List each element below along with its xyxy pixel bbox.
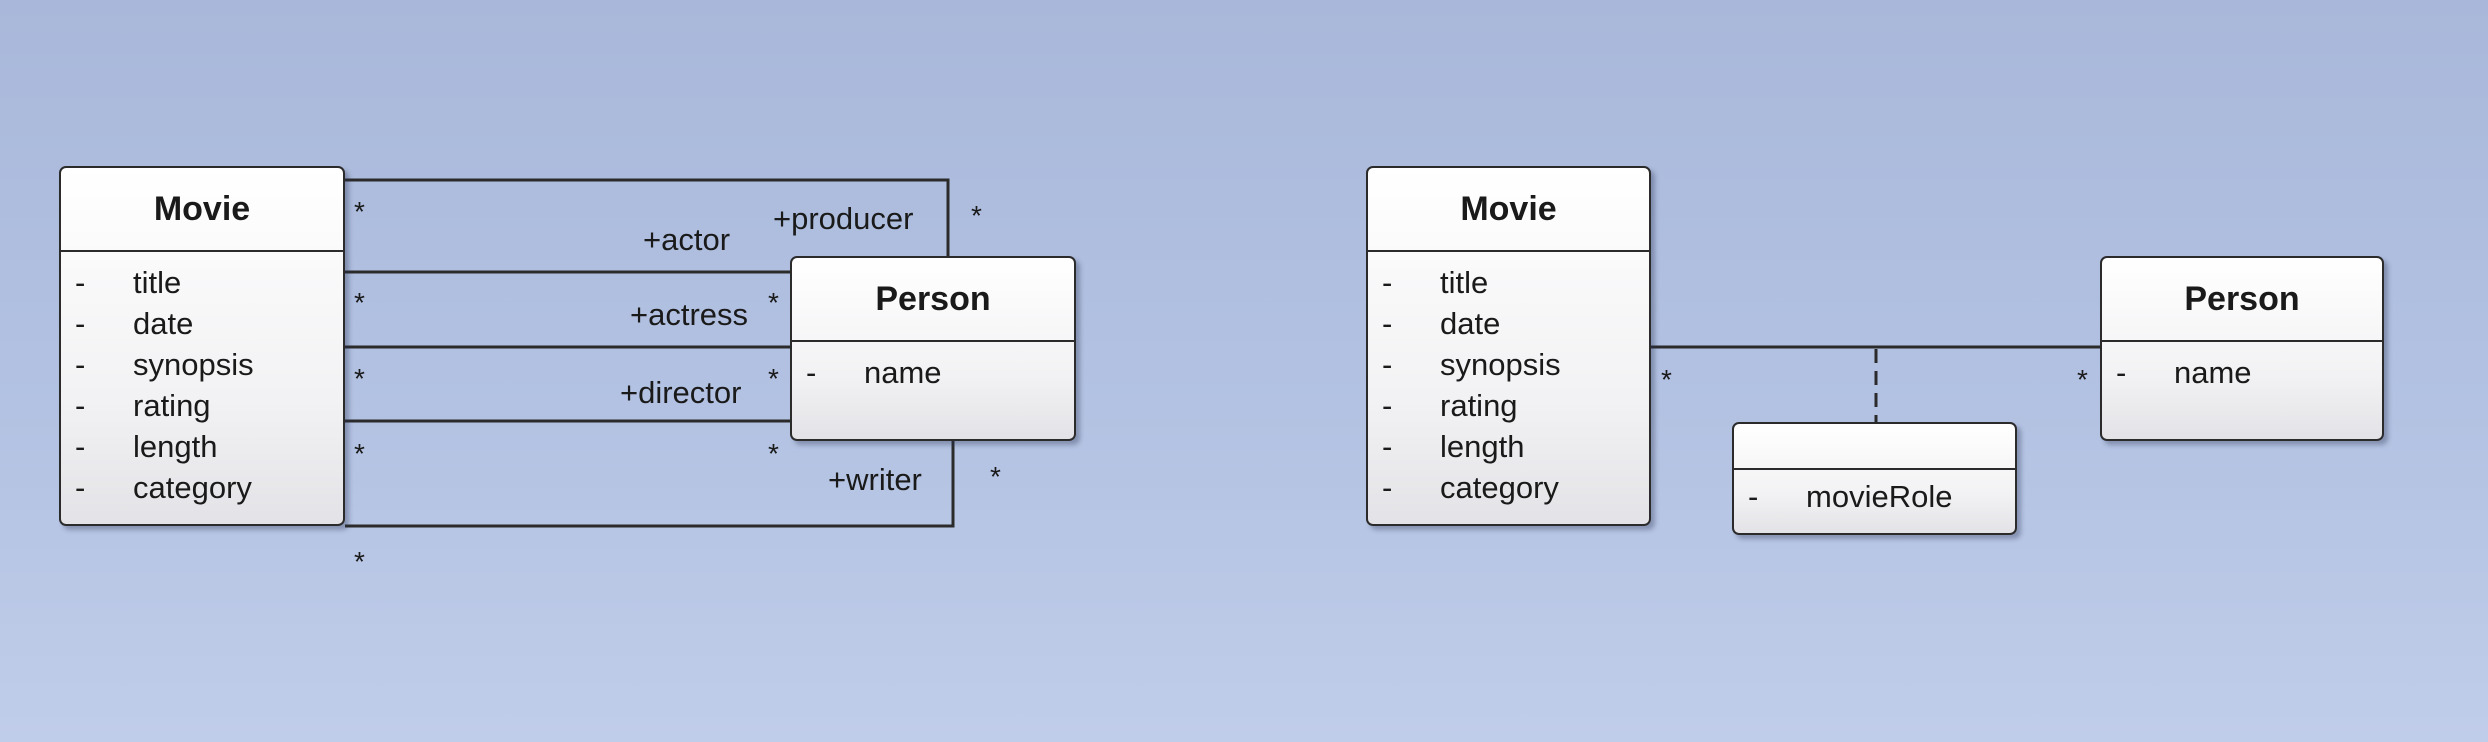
writer-association xyxy=(345,438,955,528)
multiplicity-marker: * xyxy=(354,196,365,227)
class-name: Movie xyxy=(1368,168,1649,252)
attribute-name: date xyxy=(1440,305,1501,341)
attribute: - name xyxy=(2102,352,2382,393)
attribute: - rating xyxy=(1368,385,1649,426)
visibility-marker: - xyxy=(75,264,86,300)
class-name: Movie xyxy=(61,168,343,252)
attribute: - length xyxy=(1368,426,1649,467)
attribute: - title xyxy=(61,262,343,303)
attribute: - length xyxy=(61,426,343,467)
visibility-marker: - xyxy=(1382,264,1393,300)
visibility-marker: - xyxy=(75,346,86,382)
attribute: - synopsis xyxy=(1368,344,1649,385)
visibility-marker: - xyxy=(806,354,817,390)
association-class[interactable]: - movieRole xyxy=(1732,422,2017,535)
visibility-marker: - xyxy=(1382,428,1393,464)
class-name xyxy=(1734,424,2015,470)
attribute: - date xyxy=(1368,303,1649,344)
role-label-actor: +actor xyxy=(643,222,731,257)
multiplicity-marker: * xyxy=(971,200,982,231)
visibility-marker: - xyxy=(1382,346,1393,382)
visibility-marker: - xyxy=(75,387,86,423)
multiplicity-marker: * xyxy=(1661,364,1672,395)
attribute-name: synopsis xyxy=(1440,346,1561,382)
attribute-list: - title - date - synopsis - rating - length -… xyxy=(1368,252,1649,508)
visibility-marker: - xyxy=(75,428,86,464)
attribute: - synopsis xyxy=(61,344,343,385)
attribute-name: synopsis xyxy=(133,346,254,382)
attribute: - title xyxy=(1368,262,1649,303)
attribute-name: movieRole xyxy=(1806,478,1953,514)
person-class[interactable]: Person - name xyxy=(2100,256,2384,441)
attribute-name: category xyxy=(133,469,252,505)
attribute-name: name xyxy=(2174,354,2252,390)
producer-association xyxy=(345,178,950,256)
visibility-marker: - xyxy=(1382,469,1393,505)
attribute-name: category xyxy=(1440,469,1559,505)
attribute: - category xyxy=(1368,467,1649,508)
multiplicity-marker: * xyxy=(768,438,779,469)
attribute-list: - name xyxy=(2102,342,2382,393)
multiplicity-marker: * xyxy=(354,363,365,394)
attribute-name: name xyxy=(864,354,942,390)
attribute: - name xyxy=(792,352,1074,393)
movie-class[interactable]: Movie - title - date - synopsis - rating - le… xyxy=(1366,166,1651,526)
attribute-name: rating xyxy=(133,387,211,423)
attribute: - date xyxy=(61,303,343,344)
person-class[interactable]: Person - name xyxy=(790,256,1076,441)
multiplicity-marker: * xyxy=(768,363,779,394)
role-label-producer: +producer xyxy=(773,201,914,236)
multiplicity-marker: * xyxy=(768,287,779,318)
multiplicity-marker: * xyxy=(354,287,365,318)
multiplicity-marker: * xyxy=(354,438,365,469)
class-name: Person xyxy=(2102,258,2382,342)
attribute-list: - name xyxy=(792,342,1074,393)
attribute-list: - title - date - synopsis - rating - length -… xyxy=(61,252,343,508)
class-name: Person xyxy=(792,258,1074,342)
role-label-director: +director xyxy=(620,375,742,410)
attribute: - category xyxy=(61,467,343,508)
multiplicity-marker: * xyxy=(2077,364,2088,395)
role-label-writer: +writer xyxy=(828,462,922,497)
attribute-name: rating xyxy=(1440,387,1518,423)
role-label-actress: +actress xyxy=(630,297,749,332)
movie-class[interactable]: Movie - title - date - synopsis - rating - le… xyxy=(59,166,345,526)
visibility-marker: - xyxy=(1382,305,1393,341)
attribute-name: title xyxy=(133,264,182,300)
visibility-marker: - xyxy=(2116,354,2127,390)
multiplicity-marker: * xyxy=(990,461,1001,492)
attribute-name: length xyxy=(133,428,218,464)
attribute: - rating xyxy=(61,385,343,426)
visibility-marker: - xyxy=(75,469,86,505)
attribute-name: date xyxy=(133,305,194,341)
visibility-marker: - xyxy=(1748,478,1759,514)
attribute-name: length xyxy=(1440,428,1525,464)
visibility-marker: - xyxy=(75,305,86,341)
multiplicity-marker: * xyxy=(354,546,365,577)
visibility-marker: - xyxy=(1382,387,1393,423)
attribute-list: - movieRole xyxy=(1734,470,2015,517)
attribute: - movieRole xyxy=(1734,476,2015,517)
attribute-name: title xyxy=(1440,264,1489,300)
